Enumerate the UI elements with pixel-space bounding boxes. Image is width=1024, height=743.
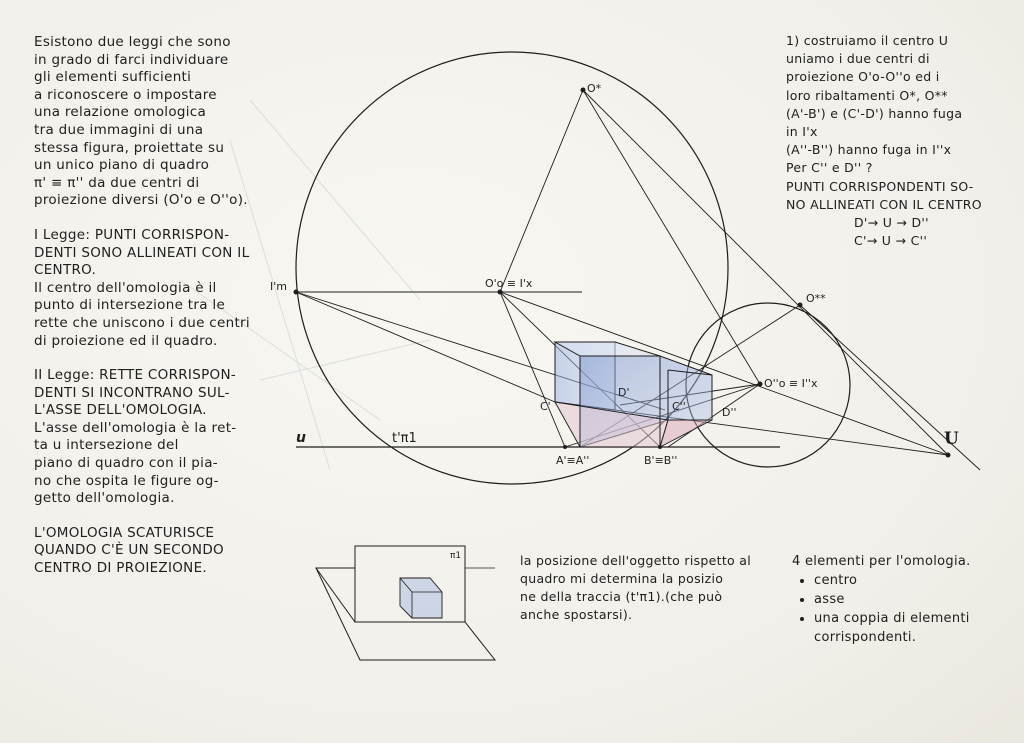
note-line: anche spostarsi).	[520, 607, 633, 622]
note-line: quadro mi determina la posizio	[520, 571, 724, 586]
step-line: PUNTI CORRISPONDENTI SO-	[786, 178, 974, 194]
label-a: A'≡A''	[556, 454, 589, 467]
step-line: proiezione O'o-O''o ed i	[786, 69, 940, 85]
step-line: 1) costruiamo il centro U	[786, 33, 949, 48]
law1-line: Il centro dell'omologia è il	[34, 279, 217, 296]
intro-line: stessa figura, proiettate su	[34, 139, 225, 156]
law1-line: rette che uniscono i due centri	[34, 314, 250, 331]
label-o-star: O*	[587, 82, 602, 95]
intro-line: Esistono due leggi che sono	[34, 34, 231, 50]
law1-line: CENTRO.	[34, 262, 97, 279]
list-item: asse	[814, 590, 1014, 609]
plane-sketch: π1	[315, 545, 497, 661]
label-o1-ix: O'o ≡ I'x	[485, 277, 533, 290]
law2-line: ta u intersezione del	[34, 437, 179, 454]
label-o2-ix: O''o ≡ I''x	[764, 377, 818, 390]
step-line: Per C'' e D'' ?	[786, 160, 873, 176]
intro-line: a riconoscere o impostare	[34, 86, 217, 103]
step-line: C'→ U → C''	[854, 233, 928, 249]
closing-line: QUANDO C'È UN SECONDO	[34, 542, 224, 559]
label-im: I'm	[270, 280, 287, 293]
bottom-right-text: 4 elementi per l'omologia. centro asse u…	[792, 552, 1014, 647]
note-line: ne della traccia (t'π1).(che può	[520, 589, 723, 604]
step-line: NO ALLINEATI CON IL CENTRO	[786, 196, 982, 212]
step-line: loro ribaltamenti O*, O**	[786, 87, 948, 103]
law2-line: L'asse dell'omologia è la ret-	[34, 419, 237, 436]
law2-line: no che ospita le figure og-	[34, 472, 219, 489]
law1-line: DENTI SONO ALLINEATI CON IL	[34, 244, 250, 261]
elements-heading: 4 elementi per l'omologia.	[792, 554, 971, 569]
perspective-cube	[553, 341, 713, 448]
intro-line: una relazione omologica	[34, 104, 207, 121]
step-line: in I'x	[786, 124, 818, 140]
label-trace: t'π1	[392, 431, 417, 446]
left-text-column: Esistono due leggi che sono in grado di …	[34, 34, 272, 578]
law2-line: piano di quadro con il pia-	[34, 455, 218, 472]
top-right-text: 1) costruiamo il centro U uniamo i due c…	[786, 32, 1016, 250]
label-d2: D''	[722, 406, 737, 419]
list-item: centro	[814, 571, 1014, 590]
label-u-axis: u	[296, 430, 306, 446]
large-circle	[295, 51, 729, 485]
intro-line: in grado di farci individuare	[34, 51, 229, 68]
label-c2: C''	[672, 400, 686, 413]
law1-line: di proiezione ed il quadro.	[34, 332, 218, 349]
closing-line: CENTRO DI PROIEZIONE.	[34, 560, 207, 577]
bottom-mid-text: la posizione dell'oggetto rispetto al qu…	[520, 552, 790, 624]
label-b: B'≡B''	[644, 454, 677, 467]
list-item: una coppia di elementi corrispondenti.	[814, 609, 1014, 647]
note-line: la posizione dell'oggetto rispetto al	[520, 553, 751, 568]
step-line: D'→ U → D''	[854, 215, 929, 231]
law2-line: L'ASSE DELL'OMOLOGIA.	[34, 402, 207, 419]
step-line: (A'-B') e (C'-D') hanno fuga	[786, 105, 963, 121]
step-line: uniamo i due centri di	[786, 51, 930, 67]
label-o-star2: O**	[806, 292, 826, 305]
law1-line: punto di intersezione tra le	[34, 297, 226, 314]
ghost-lines	[179, 99, 431, 471]
label-d1: D'	[618, 386, 630, 399]
law2-line: getto dell'omologia.	[34, 490, 175, 507]
intro-line: tra due immagini di una	[34, 121, 204, 138]
label-pi1: π1	[450, 551, 461, 561]
label-c1: C'	[540, 400, 551, 413]
step-line: (A''-B'') hanno fuga in I''x	[786, 142, 952, 158]
law2-line: DENTI SI INCONTRANO SUL-	[34, 384, 230, 401]
intro-line: un unico piano di quadro	[34, 157, 210, 174]
elements-list: centro asse una coppia di elementi corri…	[792, 571, 1014, 647]
intro-line: gli elementi sufficienti	[34, 69, 192, 86]
law1-line: I Legge: PUNTI CORRISPON-	[34, 226, 230, 243]
closing-line: L'OMOLOGIA SCATURISCE	[34, 524, 215, 541]
diagram-points	[293, 87, 951, 458]
label-u-center: U	[944, 429, 959, 449]
intro-line: proiezione diversi (O'o e O''o).	[34, 192, 248, 209]
law2-line: II Legge: RETTE CORRISPON-	[34, 367, 237, 384]
intro-line: π' ≡ π'' da due centri di	[34, 174, 200, 191]
